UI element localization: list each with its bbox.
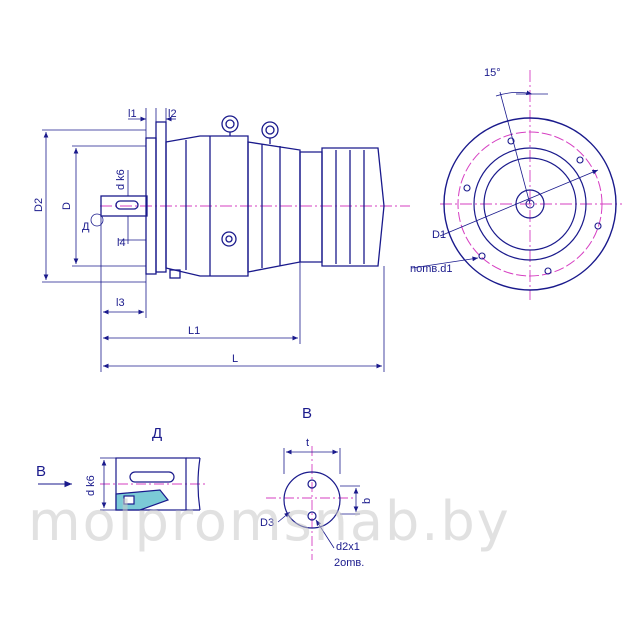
label-b: b — [361, 498, 373, 504]
bolt-hole — [594, 222, 602, 230]
flange-ring — [155, 121, 167, 273]
label-L: L — [232, 353, 238, 365]
label-d2x1: d2x1 — [336, 541, 360, 553]
section-D-title: Д — [152, 425, 162, 442]
label-D1: D1 — [432, 229, 446, 241]
label-D3: D3 — [260, 517, 274, 529]
shaft-section — [115, 457, 187, 511]
bolt-hole — [576, 156, 584, 164]
spigot-circle — [473, 147, 587, 261]
gearbox-body — [165, 135, 249, 277]
motor-end — [299, 151, 323, 263]
eyebolt-1 — [221, 115, 239, 133]
label-l3: l3 — [116, 297, 125, 309]
dim-D1 — [439, 169, 599, 237]
motor-adapter — [247, 141, 301, 273]
section-B-title: В — [302, 405, 312, 422]
section-B-view — [266, 446, 360, 560]
eyebolt-2 — [261, 121, 279, 139]
label-t: t — [306, 437, 309, 449]
flange-end-view — [411, 70, 622, 300]
output-shaft — [100, 195, 148, 217]
label-l2: l2 — [168, 108, 177, 120]
side-view — [42, 108, 410, 372]
bolt-hole — [478, 252, 486, 260]
detail-D-view — [38, 457, 205, 511]
tapped-hole — [123, 495, 135, 505]
label-angle: 15° — [484, 67, 501, 79]
label-L1: L1 — [188, 325, 200, 337]
label-D: D — [61, 202, 73, 210]
fan-cover — [321, 147, 385, 267]
arrow-B-label: В — [36, 463, 46, 480]
flange-outer-circle — [443, 117, 617, 291]
label-dk6: d k6 — [115, 169, 127, 190]
key-slot — [129, 471, 175, 483]
bolt-hole — [507, 137, 515, 145]
label-dk6-detail: d k6 — [85, 475, 97, 496]
label-holes: nomв.d1 — [410, 263, 453, 275]
bolt-hole — [544, 267, 552, 275]
shaft-end-circle — [283, 471, 341, 529]
bolt-circle-D1 — [457, 131, 603, 277]
center-hole-2 — [307, 511, 317, 521]
label-l1: l1 — [128, 108, 137, 120]
label-l4: l4 — [117, 237, 126, 249]
shaft-key — [115, 200, 139, 210]
detail-D-callout — [90, 213, 104, 227]
foot-bolt — [169, 269, 181, 279]
label-D2: D2 — [33, 198, 45, 212]
watermark-text: molpromsnab.by — [28, 490, 511, 553]
hatched-area — [115, 489, 169, 511]
center-hole-1 — [307, 479, 317, 489]
label-holes2: 2omв. — [334, 557, 364, 569]
drain-plug — [221, 231, 237, 247]
bolt-hole — [463, 184, 471, 192]
label-D-detail: Д — [82, 221, 90, 233]
